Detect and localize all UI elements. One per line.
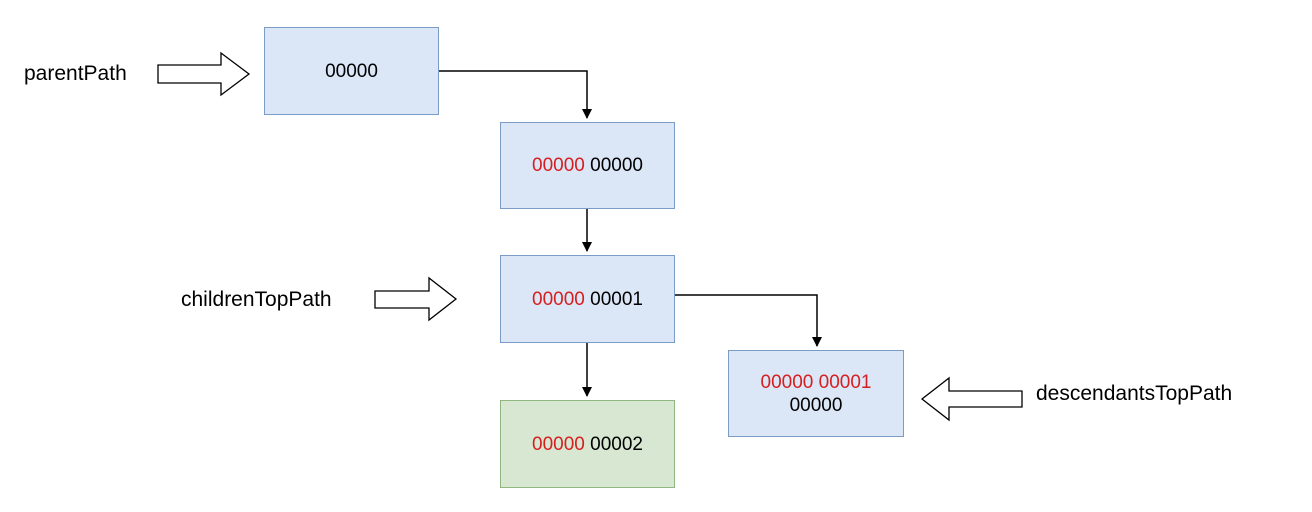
node-grandchild: 00000 00001 00000: [728, 350, 904, 437]
children-top-pointer-arrow: [374, 276, 458, 322]
node-child-1: 00000 00001: [500, 255, 675, 343]
node-root-segment: 00000: [325, 60, 378, 82]
node-child-2: 00000 00002: [500, 400, 675, 488]
node-grandchild-prefix: 00000 00001: [760, 371, 872, 393]
descendants-top-pointer-arrow: [920, 376, 1023, 422]
node-child-0-segment: 00000: [590, 155, 643, 176]
node-child-0: 00000 00000: [500, 122, 675, 209]
parent-path-label: parentPath: [24, 62, 127, 85]
node-grandchild-segment: 00000: [789, 394, 843, 416]
connector-child1-to-grandchild: [675, 294, 822, 347]
parent-pointer-arrow: [157, 51, 251, 97]
node-root: 00000: [264, 27, 439, 115]
children-top-path-label: childrenTopPath: [181, 288, 332, 311]
node-child-0-prefix: 00000: [532, 155, 585, 176]
node-child-1-prefix: 00000: [532, 288, 585, 310]
node-child-2-prefix: 00000: [532, 433, 585, 455]
connector-root-to-child0: [439, 70, 592, 119]
node-child-1-segment: 00001: [590, 288, 643, 310]
descendants-top-path-label: descendantsTopPath: [1036, 382, 1233, 405]
node-child-2-segment: 00002: [590, 433, 643, 455]
